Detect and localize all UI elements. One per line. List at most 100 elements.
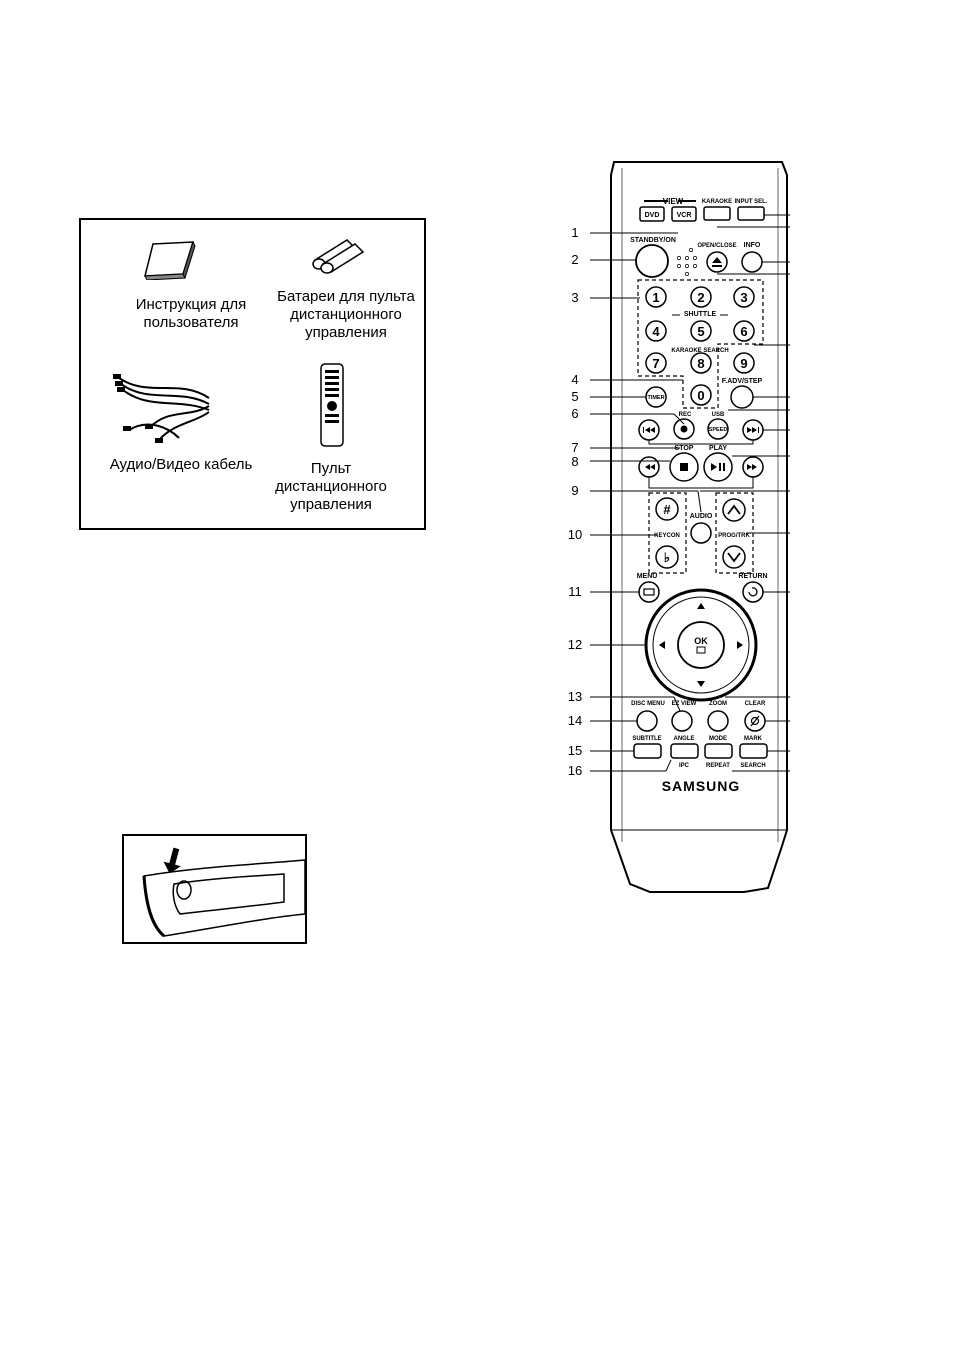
av-cable-icon <box>113 374 210 443</box>
zoom-label: ZOOM <box>709 701 727 707</box>
input-sel-button[interactable] <box>737 206 765 221</box>
nav-down-icon[interactable] <box>697 681 705 687</box>
digit-6-button[interactable] <box>733 320 755 342</box>
prog-up-button[interactable] <box>722 498 746 522</box>
ok-label: OK <box>694 636 708 646</box>
manual-icon <box>144 240 196 280</box>
callout-6: 6 <box>571 406 578 421</box>
eject-icon <box>712 257 722 267</box>
sharp-button[interactable] <box>655 497 679 521</box>
vcr-button[interactable] <box>671 206 697 222</box>
prog-trk-label: PROG/TRK <box>718 533 750 539</box>
callout-numbers: 1 2 3 4 5 6 7 8 9 10 11 12 13 14 15 16 <box>568 225 582 778</box>
chevron-up-icon <box>727 504 741 515</box>
karaoke-button[interactable] <box>703 206 731 221</box>
dvd-label: DVD <box>645 212 660 219</box>
angle-label: ANGLE <box>674 736 695 742</box>
subtitle-label: SUBTITLE <box>632 736 661 742</box>
digit-3: 3 <box>740 290 747 305</box>
callout-9: 9 <box>571 483 578 498</box>
menu-button[interactable] <box>638 581 660 603</box>
f-adv-step-label: F.ADV/STEP <box>722 378 763 385</box>
mark-button[interactable] <box>739 743 768 759</box>
speed-button[interactable] <box>707 418 729 440</box>
rec-icon <box>680 425 688 433</box>
callout-7: 7 <box>571 440 578 455</box>
play-pause-icon <box>711 463 725 471</box>
menu-icon <box>643 588 655 596</box>
digit-5-button[interactable] <box>690 320 712 342</box>
right-callouts <box>700 214 790 772</box>
digit-6: 6 <box>740 324 747 339</box>
batteries-caption: Батареи для пульта дистанционного управл… <box>277 288 415 341</box>
digit-4: 4 <box>652 324 660 339</box>
karaoke-search-label: KARAOKE SEARCH <box>671 348 728 354</box>
return-label: RETURN <box>738 573 767 580</box>
digit-0-button[interactable] <box>690 384 712 406</box>
subtitle-button[interactable] <box>633 743 662 759</box>
callout-10: 10 <box>568 527 582 542</box>
prog-down-button[interactable] <box>722 545 746 569</box>
angle-button[interactable] <box>670 743 699 759</box>
accessories-box: Инструкция для пользователя Батареи для … <box>79 218 426 530</box>
digit-7-button[interactable] <box>645 352 667 374</box>
left-callouts <box>590 232 702 772</box>
f-adv-step-button[interactable] <box>730 385 754 409</box>
batteries-icon <box>312 239 365 274</box>
ipc-label: IPC <box>679 763 690 769</box>
zoom-button[interactable] <box>707 710 729 732</box>
search-label: SEARCH <box>740 763 765 769</box>
view-label: VIEW <box>663 197 684 206</box>
callout-11: 11 <box>568 584 582 599</box>
ok-button[interactable] <box>677 621 725 669</box>
digit-3-button[interactable] <box>733 286 755 308</box>
dvd-button[interactable] <box>639 206 665 222</box>
return-icon <box>748 587 758 597</box>
chevron-down-icon <box>727 552 741 563</box>
info-label: INFO <box>744 242 761 249</box>
audio-label: AUDIO <box>690 513 713 520</box>
callout-3: 3 <box>571 290 578 305</box>
open-close-label: OPEN/CLOSE <box>697 243 736 249</box>
digit-1-button[interactable] <box>645 286 667 308</box>
disc-menu-label: DISC MENU <box>631 701 665 707</box>
clear-icon <box>750 715 760 727</box>
mode-button[interactable] <box>704 743 733 759</box>
flat-button[interactable] <box>655 545 679 569</box>
stop-label: STOP <box>675 445 694 452</box>
standby-label: STANDBY/ON <box>630 237 676 244</box>
digit-2-button[interactable] <box>690 286 712 308</box>
karaoke-label: KARAOKE <box>702 199 732 205</box>
digit-2: 2 <box>697 290 704 305</box>
timer-label: TIMER <box>647 395 664 401</box>
disc-menu-button[interactable] <box>636 710 658 732</box>
callout-14: 14 <box>568 713 582 728</box>
digit-9-button[interactable] <box>733 352 755 374</box>
return-button[interactable] <box>742 581 764 603</box>
digit-4-button[interactable] <box>645 320 667 342</box>
nav-right-icon[interactable] <box>737 641 743 649</box>
battery-cover-box <box>122 834 307 944</box>
prev-icon <box>643 427 655 433</box>
sharp-label: # <box>663 502 671 517</box>
standby-button[interactable] <box>635 244 669 278</box>
digit-8-button[interactable] <box>690 352 712 374</box>
audio-button[interactable] <box>690 522 712 544</box>
repeat-label: REPEAT <box>706 763 730 769</box>
menu-label: MENU <box>637 573 658 580</box>
ez-view-button[interactable] <box>671 710 693 732</box>
enter-icon <box>696 646 706 654</box>
info-button[interactable] <box>741 251 763 273</box>
nav-left-icon[interactable] <box>659 641 665 649</box>
play-pause-button[interactable] <box>703 452 733 482</box>
nav-up-icon[interactable] <box>697 603 705 609</box>
digit-1: 1 <box>652 290 659 305</box>
digit-9: 9 <box>740 356 747 371</box>
input-sel-label: INPUT SEL. <box>734 199 767 205</box>
fast-forward-icon <box>747 464 757 470</box>
callout-12: 12 <box>568 637 582 652</box>
callout-2: 2 <box>571 252 578 267</box>
ez-view-label: EZ VIEW <box>672 701 697 707</box>
shuttle-label: SHUTTLE <box>684 311 717 318</box>
digit-5: 5 <box>697 324 704 339</box>
